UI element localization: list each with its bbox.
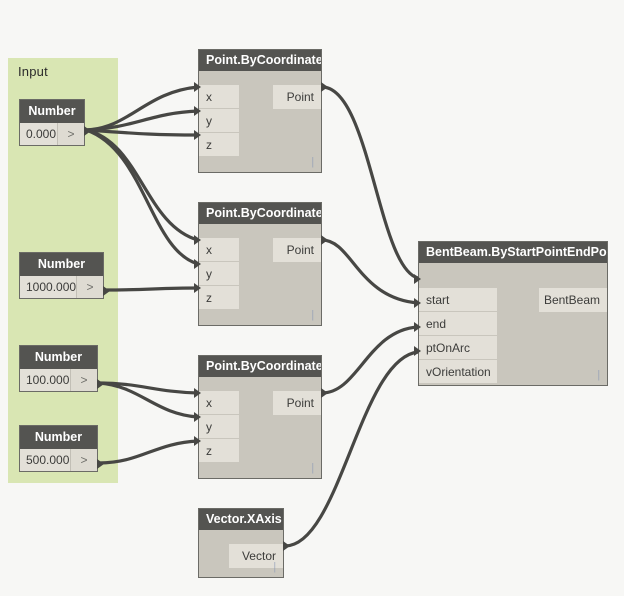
expand-caret-icon[interactable]: > [71, 369, 97, 391]
point3-input-dot-y[interactable] [194, 412, 201, 422]
point1-input-dot-x[interactable] [194, 82, 201, 92]
input-port-end[interactable]: end [419, 312, 497, 336]
number-node-3-output-port[interactable] [97, 459, 104, 469]
output-port-vector[interactable]: Vector [229, 544, 283, 568]
point2-input-dot-y[interactable] [194, 259, 201, 269]
node-status-flag: | [311, 307, 314, 321]
input-port-start[interactable]: start [419, 288, 497, 312]
node-title: Point.ByCoordinates [199, 203, 321, 224]
number-value-input[interactable]: 1000.000 [20, 276, 78, 298]
point1-input-dot-y[interactable] [194, 106, 201, 116]
number-node-2[interactable]: Number 100.000 > [19, 345, 98, 392]
number-node-title: Number [20, 426, 97, 449]
point3-input-dot-x[interactable] [194, 388, 201, 398]
input-port-y[interactable]: y [199, 415, 239, 439]
node-point-bycoordinates-1[interactable]: Point.ByCoordinates x y z Point | [198, 49, 322, 173]
output-port-bentbeam[interactable]: BentBeam [539, 288, 607, 312]
group-title: Input [18, 64, 48, 79]
node-status-flag: | [311, 460, 314, 474]
wire-p3-to-ptonarc [320, 325, 420, 395]
vector-output-dot[interactable] [283, 541, 290, 551]
input-port-z[interactable]: z [199, 286, 239, 310]
node-title: Point.ByCoordinates [199, 356, 321, 377]
node-bentbeam-bystartpointendpoint[interactable]: BentBeam.ByStartPointEndPoint start end … [418, 241, 608, 386]
input-port-y[interactable]: y [199, 109, 239, 133]
point3-output-dot[interactable] [321, 388, 328, 398]
wire-num1000-to-p2-z [103, 286, 200, 292]
bentbeam-input-dot-ptonarc[interactable] [414, 322, 421, 332]
input-port-z[interactable]: z [199, 133, 239, 157]
node-vector-xaxis[interactable]: Vector.XAxis Vector | [198, 508, 284, 578]
input-port-x[interactable]: x [199, 391, 239, 415]
number-node-1-output-port[interactable] [103, 286, 110, 296]
output-port-point[interactable]: Point [273, 238, 321, 262]
node-title: Vector.XAxis [199, 509, 283, 530]
input-port-z[interactable]: z [199, 439, 239, 463]
bentbeam-input-dot-start[interactable] [414, 274, 421, 284]
bentbeam-input-dot-end[interactable] [414, 298, 421, 308]
point1-output-dot[interactable] [321, 82, 328, 92]
point2-input-dot-z[interactable] [194, 283, 201, 293]
wire-p1-to-start [320, 85, 420, 280]
expand-caret-icon[interactable]: > [77, 276, 104, 298]
number-node-0[interactable]: Number 0.000 > [19, 99, 85, 146]
node-status-flag: | [273, 559, 276, 573]
number-value-input[interactable]: 0.000 [20, 123, 58, 145]
number-node-2-output-port[interactable] [97, 379, 104, 389]
input-port-vorientation[interactable]: vOrientation [419, 360, 497, 384]
number-node-3[interactable]: Number 500.000 > [19, 425, 98, 472]
point2-output-dot[interactable] [321, 235, 328, 245]
number-value-input[interactable]: 500.000 [20, 449, 71, 471]
number-value-input[interactable]: 100.000 [20, 369, 71, 391]
node-title: BentBeam.ByStartPointEndPoint [419, 242, 607, 263]
point3-input-dot-z[interactable] [194, 436, 201, 446]
wire-p2-to-end [320, 238, 420, 305]
number-node-title: Number [20, 346, 97, 369]
input-port-y[interactable]: y [199, 262, 239, 286]
expand-caret-icon[interactable]: > [58, 123, 84, 145]
point1-input-dot-z[interactable] [194, 130, 201, 140]
point2-input-dot-x[interactable] [194, 235, 201, 245]
node-point-bycoordinates-3[interactable]: Point.ByCoordinates x y z Point | [198, 355, 322, 479]
bentbeam-input-dot-vorientation[interactable] [414, 346, 421, 356]
node-status-flag: | [311, 154, 314, 168]
number-node-title: Number [20, 253, 103, 276]
number-node-1[interactable]: Number 1000.000 > [19, 252, 104, 299]
number-node-0-output-port[interactable] [84, 126, 91, 136]
expand-caret-icon[interactable]: > [71, 449, 97, 471]
input-port-ptonarc[interactable]: ptOnArc [419, 336, 497, 360]
input-port-x[interactable]: x [199, 238, 239, 262]
input-port-x[interactable]: x [199, 85, 239, 109]
output-port-point[interactable]: Point [273, 85, 321, 109]
node-title: Point.ByCoordinates [199, 50, 321, 71]
node-status-flag: | [597, 367, 600, 381]
node-point-bycoordinates-2[interactable]: Point.ByCoordinates x y z Point | [198, 202, 322, 326]
output-port-point[interactable]: Point [273, 391, 321, 415]
number-node-title: Number [20, 100, 84, 123]
